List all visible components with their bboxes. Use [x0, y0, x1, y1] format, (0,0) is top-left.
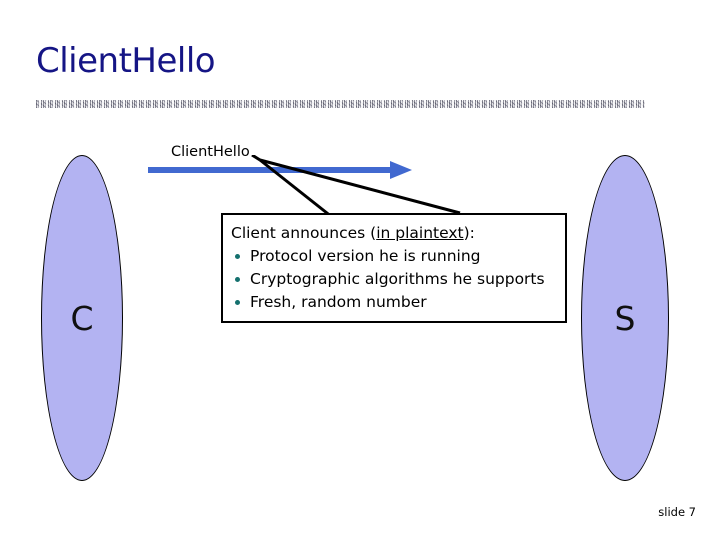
list-item: Protocol version he is running: [231, 245, 565, 268]
bullet-dot-icon: [235, 300, 240, 305]
detail-heading-underlined: in plaintext: [376, 224, 464, 242]
server-party-ellipse: S: [581, 155, 669, 481]
list-item-label: Fresh, random number: [250, 293, 427, 311]
message-label: ClientHello: [171, 144, 250, 160]
detail-heading-prefix: Client announces (: [231, 224, 377, 242]
bullet-dot-icon: [235, 277, 240, 282]
list-item-label: Protocol version he is running: [250, 247, 481, 265]
bullet-dot-icon: [235, 254, 240, 259]
client-party-label: C: [70, 298, 94, 338]
slide-number: slide 7: [658, 505, 696, 519]
server-party-label: S: [614, 298, 636, 338]
detail-bullet-list: Protocol version he is running Cryptogra…: [231, 245, 565, 314]
list-item: Cryptographic algorithms he supports: [231, 268, 565, 291]
detail-heading-suffix: ):: [463, 224, 475, 242]
title-divider: [36, 100, 645, 108]
detail-callout-box: Client announces (in plaintext): Protoco…: [221, 213, 567, 323]
client-party-ellipse: C: [41, 155, 123, 481]
list-item-label: Cryptographic algorithms he supports: [250, 270, 545, 288]
page-title: ClientHello: [36, 41, 216, 81]
list-item: Fresh, random number: [231, 291, 565, 314]
message-arrow-icon: [148, 161, 412, 179]
detail-heading: Client announces (in plaintext):: [231, 221, 565, 245]
